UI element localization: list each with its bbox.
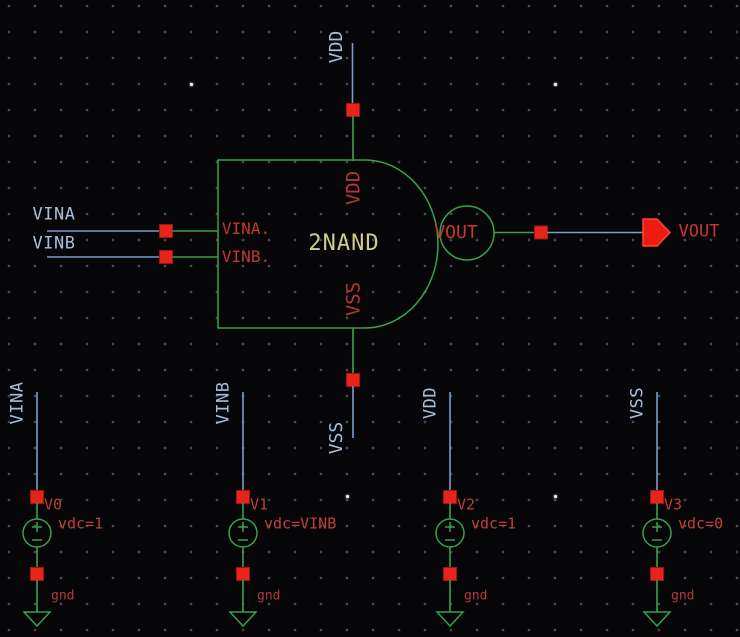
source-name-v1[interactable]: V1 bbox=[250, 495, 269, 514]
pin-v0-bottom[interactable] bbox=[30, 567, 44, 581]
grid-highlight-dot bbox=[190, 83, 193, 86]
pin-input-a[interactable] bbox=[159, 224, 173, 238]
net-label-vinb[interactable]: VINB bbox=[32, 233, 76, 254]
source-value-v2[interactable]: vdc=1 bbox=[471, 514, 517, 533]
source-net-label-v3[interactable]: VSS bbox=[627, 386, 648, 420]
pin-gate-vss[interactable] bbox=[346, 373, 360, 387]
plus-icon bbox=[238, 522, 248, 532]
gate-vss-label[interactable]: VSS bbox=[342, 281, 365, 317]
output-port-symbol[interactable] bbox=[642, 218, 672, 247]
nand-gate-body[interactable] bbox=[217, 159, 439, 329]
gnd-label-v1[interactable]: gnd bbox=[257, 588, 281, 604]
grid-highlight-dot bbox=[554, 83, 557, 86]
pin-v2-bottom[interactable] bbox=[443, 567, 457, 581]
gnd-label-v2[interactable]: gnd bbox=[464, 588, 488, 604]
gate-pin-b-label[interactable]: VINB. bbox=[221, 247, 271, 266]
gnd-label-v0[interactable]: gnd bbox=[51, 588, 75, 604]
gate-name-label[interactable]: 2NAND bbox=[308, 231, 380, 256]
pin-gate-vdd[interactable] bbox=[346, 103, 360, 117]
grid-highlight-dot bbox=[554, 495, 557, 498]
source-name-v3[interactable]: V3 bbox=[664, 495, 683, 514]
source-value-v0[interactable]: vdc=1 bbox=[58, 514, 104, 533]
net-label-vina[interactable]: VINA bbox=[32, 204, 76, 225]
gate-pin-a-label[interactable]: VINA. bbox=[221, 219, 271, 238]
plus-icon bbox=[445, 522, 455, 532]
pin-v1-top[interactable] bbox=[236, 490, 250, 504]
plus-icon bbox=[652, 522, 662, 532]
gate-vdd-label[interactable]: VDD bbox=[342, 170, 365, 206]
port-label-vout[interactable]: VOUT bbox=[678, 221, 720, 242]
source-name-v0[interactable]: V0 bbox=[44, 495, 63, 514]
pin-v3-top[interactable] bbox=[650, 490, 664, 504]
gate-out-label[interactable]: VOUT bbox=[434, 222, 478, 243]
source-net-label-v1[interactable]: VINB bbox=[213, 381, 234, 425]
source-name-v2[interactable]: V2 bbox=[457, 495, 476, 514]
source-value-v3[interactable]: vdc=0 bbox=[678, 514, 724, 533]
pin-output[interactable] bbox=[534, 225, 548, 240]
pin-input-b[interactable] bbox=[159, 250, 173, 264]
pin-v3-bottom[interactable] bbox=[650, 567, 664, 581]
gnd-v0-symbol[interactable] bbox=[22, 611, 52, 628]
pin-v0-top[interactable] bbox=[30, 490, 44, 504]
source-net-label-v0[interactable]: VINA bbox=[7, 381, 28, 425]
net-label-vss-bottom[interactable]: VSS bbox=[326, 421, 347, 455]
plus-icon bbox=[32, 522, 42, 532]
grid-highlight-dot bbox=[346, 495, 349, 498]
net-label-vdd-top[interactable]: VDD bbox=[326, 30, 347, 64]
pin-v2-top[interactable] bbox=[443, 490, 457, 504]
gnd-label-v3[interactable]: gnd bbox=[671, 588, 695, 604]
gnd-v3-symbol[interactable] bbox=[642, 611, 672, 628]
gnd-v2-symbol[interactable] bbox=[435, 611, 465, 628]
gnd-v1-symbol[interactable] bbox=[228, 611, 258, 628]
pin-v1-bottom[interactable] bbox=[236, 567, 250, 581]
source-net-label-v2[interactable]: VDD bbox=[420, 386, 441, 420]
source-value-v1[interactable]: vdc=VINB bbox=[264, 514, 337, 533]
